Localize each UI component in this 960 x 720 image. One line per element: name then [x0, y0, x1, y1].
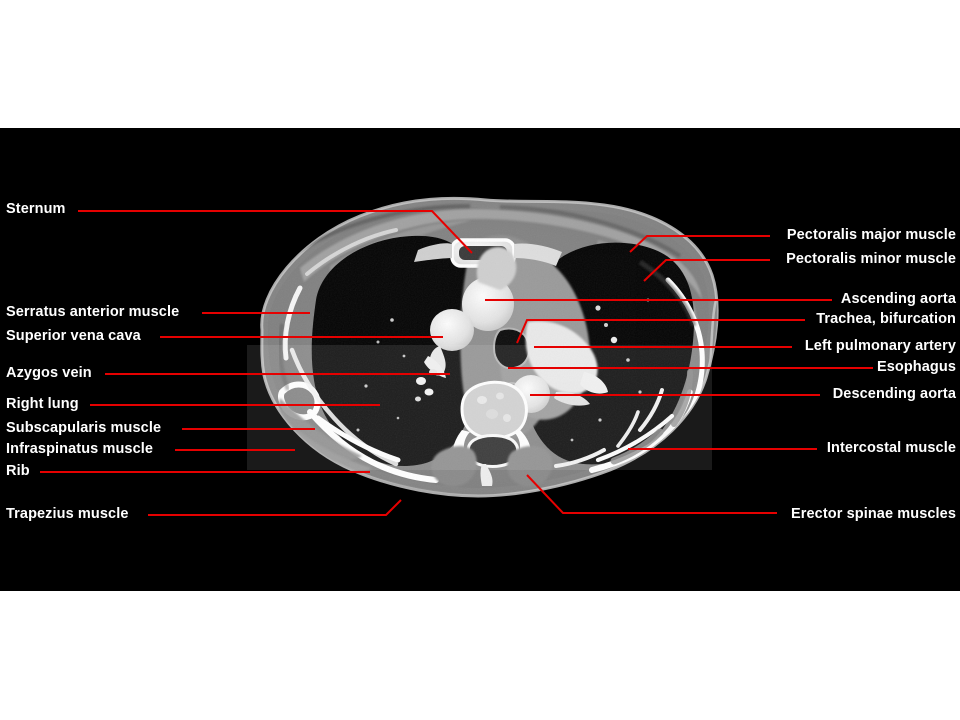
label-trapezius: Trapezius muscle	[6, 506, 129, 522]
label-rib: Rib	[6, 463, 30, 479]
label-infraspinatus: Infraspinatus muscle	[6, 441, 154, 457]
label-subscapularis: Subscapularis muscle	[6, 420, 162, 436]
label-pectoralis-minor: Pectoralis minor muscle	[786, 251, 956, 267]
label-esophagus: Esophagus	[876, 359, 956, 375]
label-descending-aorta: Descending aorta	[832, 386, 956, 402]
label-left-pulmonary-artery: Left pulmonary artery	[804, 338, 956, 354]
label-pectoralis-major: Pectoralis major muscle	[786, 227, 956, 243]
label-intercostal: Intercostal muscle	[826, 440, 956, 456]
label-superior-vena-cava: Superior vena cava	[6, 328, 141, 344]
label-ascending-aorta: Ascending aorta	[840, 291, 956, 307]
label-erector-spinae: Erector spinae muscles	[791, 506, 956, 522]
label-serratus-anterior: Serratus anterior muscle	[6, 304, 180, 320]
label-azygos-vein: Azygos vein	[6, 365, 92, 381]
label-right-lung: Right lung	[6, 396, 79, 412]
label-sternum: Sternum	[6, 201, 66, 217]
label-trachea-bifurcation: Trachea, bifurcation	[816, 311, 956, 327]
